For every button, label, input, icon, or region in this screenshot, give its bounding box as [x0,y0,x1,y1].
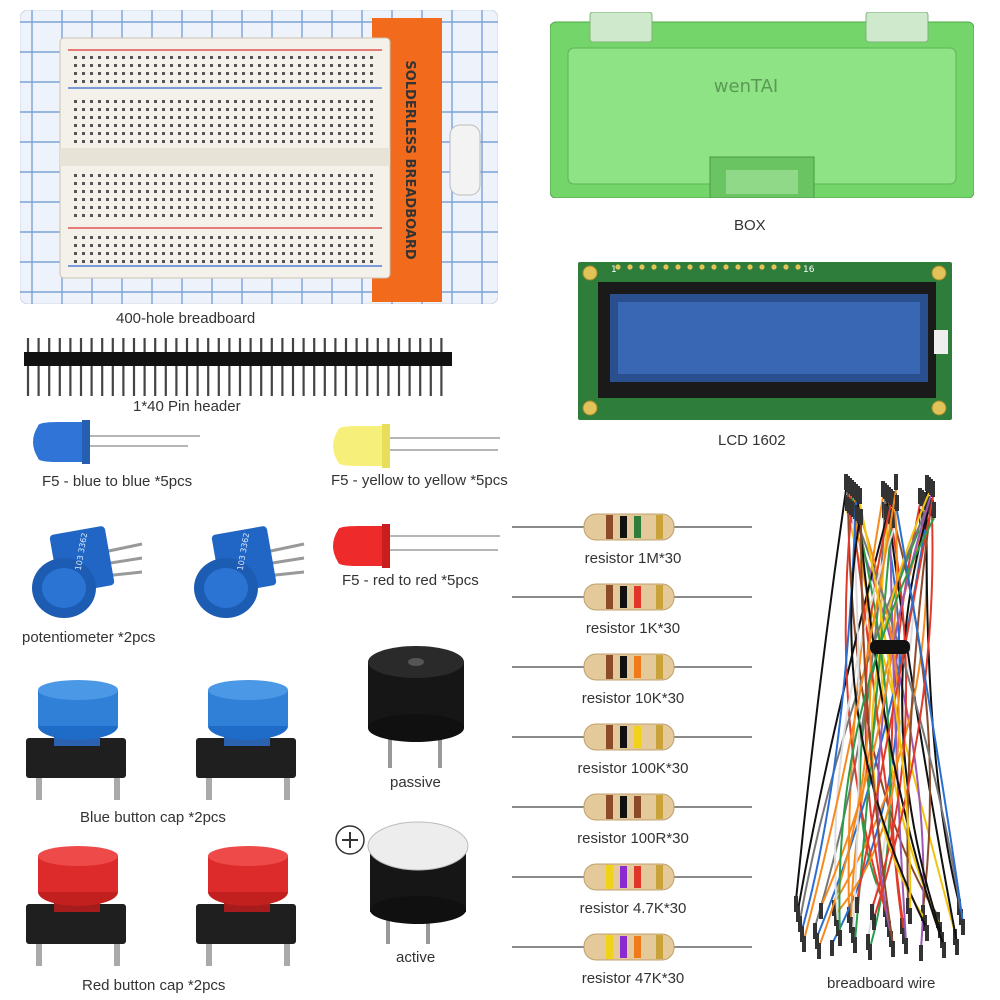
lcd-pin-first: 1 [611,265,617,275]
led-blue-image [28,420,204,466]
lcd-pin-last: 16 [803,265,815,275]
led-red-caption: F5 - red to red *5pcs [342,572,479,589]
resistor-3-icon [512,653,752,681]
breadboard-caption: 400-hole breadboard [116,310,256,327]
led-yellow-image [328,424,504,470]
blue-button-2-image [196,680,300,804]
buzzer-active-image [332,810,472,946]
resistor-6-caption: resistor 4.7K*30 [579,900,687,917]
resistor-2: resistor 1K*30 [512,580,754,644]
red-button-1-image [26,846,130,970]
led-blue-caption: F5 - blue to blue *5pcs [42,473,193,490]
box-brand-label: wenTAI [714,76,778,97]
resistor-4-icon [512,723,752,751]
resistor-6-icon [512,863,752,891]
box-image: wenTAI [550,12,974,198]
buzzer-passive-caption: passive [390,774,441,791]
resistor-4-caption: resistor 100K*30 [577,760,689,777]
lcd-caption: LCD 1602 [718,432,786,449]
resistor-7-caption: resistor 47K*30 [581,970,685,987]
breadboard-packaging-label: SOLDERLESS BREADBOARD [402,60,417,260]
resistor-7-icon [512,933,752,961]
buzzer-active-caption: active [396,949,436,966]
resistor-5-caption: resistor 100R*30 [577,830,689,847]
resistor-5: resistor 100R*30 [512,790,754,854]
resistor-2-caption: resistor 1K*30 [585,620,681,637]
resistor-5-icon [512,793,752,821]
potentiometer-caption: potentiometer *2pcs [22,629,156,646]
box-caption: BOX [734,217,766,234]
resistor-1-icon [512,513,752,541]
led-red-image [328,524,504,570]
blue-button-caption: Blue button cap *2pcs [80,809,226,826]
resistor-6: resistor 4.7K*30 [512,860,754,924]
pin-header-caption: 1*40 Pin header [133,398,241,415]
breadboard-image: SOLDERLESS BREADBOARD [20,10,498,304]
red-button-caption: Red button cap *2pcs [82,977,226,994]
red-button-2-image [196,846,300,970]
resistor-2-icon [512,583,752,611]
lcd-module-image: 1 16 [578,262,952,422]
resistor-list: resistor 1M*30 resistor 1K*30 resistor 10K… [512,510,754,1000]
potentiometer-1-image: 103 3362 [24,522,146,624]
blue-button-1-image [26,680,130,804]
buzzer-passive-image [362,640,472,770]
resistor-3: resistor 10K*30 [512,650,754,714]
breadboard-wire-caption: breadboard wire [827,975,936,992]
resistor-7: resistor 47K*30 [512,930,754,994]
potentiometer-2-image: 103 3362 [186,522,308,624]
led-yellow-caption: F5 - yellow to yellow *5pcs [331,472,508,489]
resistor-1: resistor 1M*30 [512,510,754,574]
breadboard-wires-image [786,470,982,970]
pin-header-image [24,338,452,398]
resistor-1-caption: resistor 1M*30 [584,550,682,567]
resistor-3-caption: resistor 10K*30 [581,690,685,707]
resistor-4: resistor 100K*30 [512,720,754,784]
